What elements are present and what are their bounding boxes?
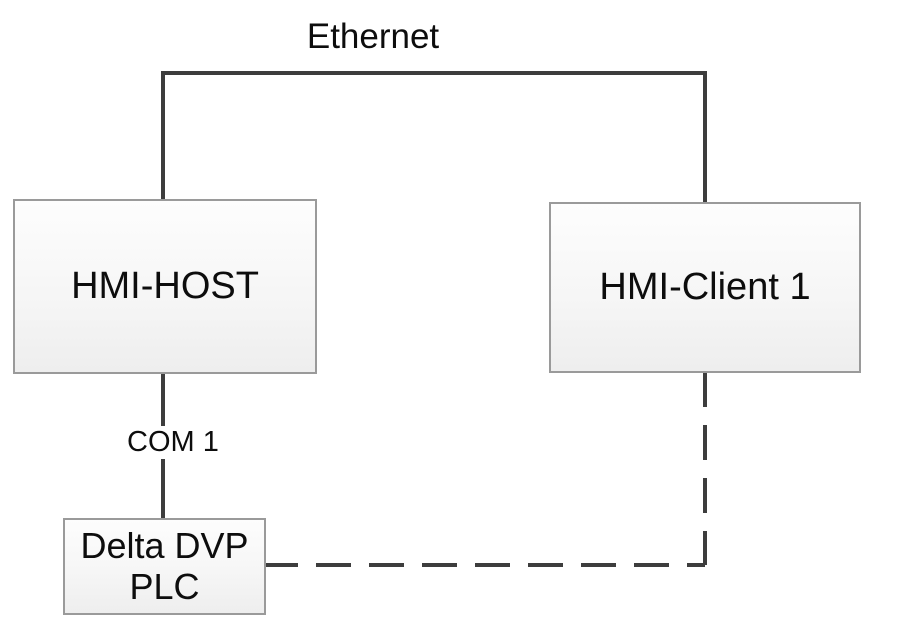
ethernet-connection-line [161,71,707,207]
hmi-host-node: HMI-HOST [13,199,317,374]
ethernet-label: Ethernet [306,17,440,56]
hmi-client-label: HMI-Client 1 [599,266,811,308]
com1-port-label: COM 1 [121,426,225,459]
plc-label-line1: Delta DVP [80,525,249,567]
plc-label-line2: PLC [129,565,200,607]
delta-dvp-plc-node: Delta DVP PLC [63,518,266,615]
hmi-client-node: HMI-Client 1 [549,202,861,373]
hmi-host-label: HMI-HOST [71,265,259,307]
